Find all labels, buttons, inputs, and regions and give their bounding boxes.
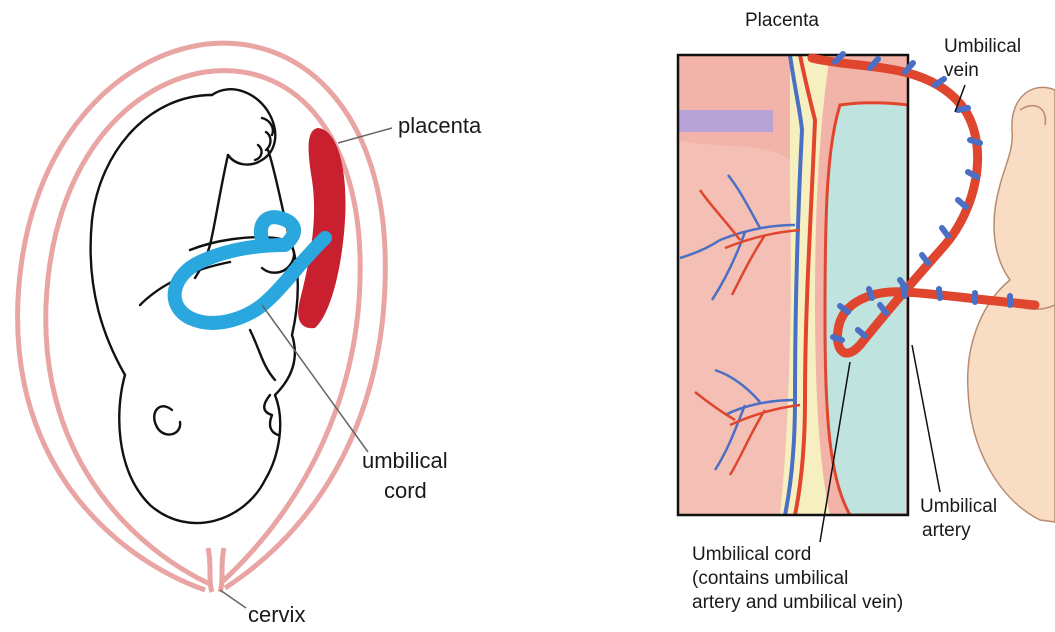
artery-leader-line <box>912 345 940 492</box>
label-umbilical-artery-line1: Umbilical <box>920 496 997 517</box>
label-umbilical-cord-right-line3: artery and umbilical vein) <box>692 592 903 613</box>
label-umbilical-cord-line1: umbilical <box>362 448 448 473</box>
amniotic-sac <box>825 103 908 515</box>
label-placenta: placenta <box>398 113 482 138</box>
label-umbilical-cord-right-line2: (contains umbilical <box>692 568 848 589</box>
tissue-cross-section <box>678 55 908 515</box>
label-placenta-right: Placenta <box>745 10 819 31</box>
cervix-opening <box>208 548 224 592</box>
label-cervix: cervix <box>248 602 305 627</box>
placenta-shape <box>298 128 345 328</box>
right-placenta-detail-diagram: Placenta Umbilical vein Umbilical artery… <box>678 10 1055 613</box>
fetus-leg-upper <box>212 89 275 164</box>
label-umbilical-vein-line2: vein <box>944 60 979 81</box>
label-umbilical-cord-line2: cord <box>384 478 427 503</box>
label-umbilical-cord-right-line1: Umbilical cord <box>692 544 811 565</box>
left-uterus-diagram: placenta umbilical cord cervix <box>18 43 482 627</box>
placenta-leader-line <box>338 128 392 143</box>
fetus-ear <box>154 406 180 434</box>
cervix-leader-line <box>220 590 246 608</box>
label-umbilical-artery-line2: artery <box>922 520 971 541</box>
fetus-neck <box>250 330 275 380</box>
label-umbilical-vein-line1: Umbilical <box>944 36 1021 57</box>
